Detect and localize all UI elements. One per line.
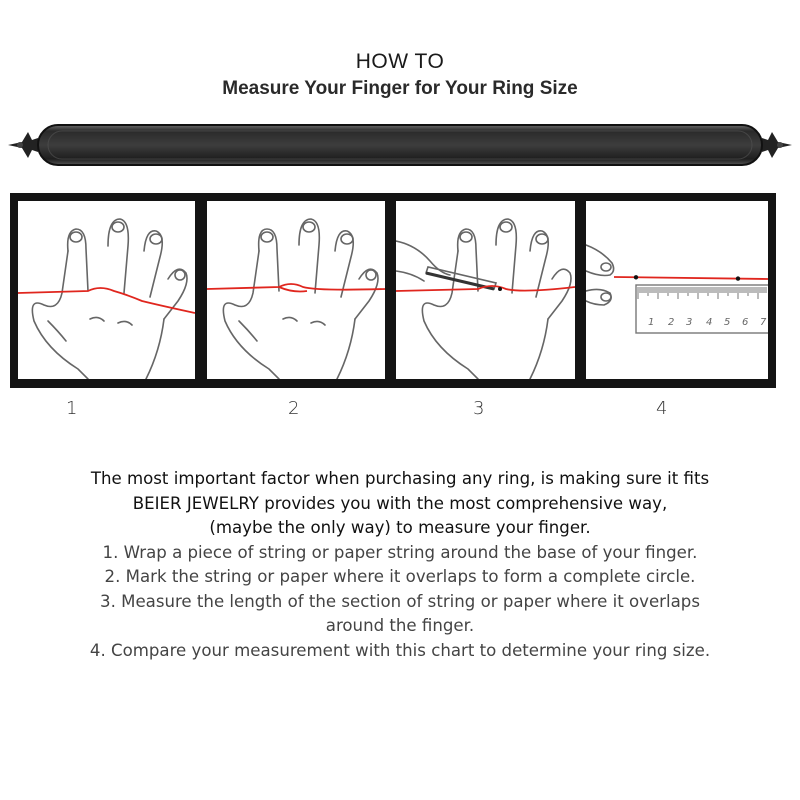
panel-step-1 <box>18 201 195 379</box>
step-number-4: 4 <box>656 398 668 419</box>
intro-line-1: The most important factor when purchasin… <box>90 469 710 488</box>
instructions-text: The most important factor when purchasin… <box>30 467 770 663</box>
panel-step-3 <box>396 201 575 379</box>
ruler-label-1: 1 <box>648 317 654 328</box>
instruction-step-3b: around the finger. <box>325 616 475 635</box>
step-number-1: 1 <box>66 398 78 419</box>
ruler-label-4: 4 <box>706 317 712 328</box>
step-number-3: 3 <box>473 398 485 419</box>
ruler-label-2: 2 <box>668 317 674 328</box>
instruction-step-1: 1. Wrap a piece of string or paper strin… <box>102 542 698 562</box>
page-title: HOW TO <box>355 50 445 73</box>
ruler-label-5: 5 <box>724 317 730 328</box>
hand-illustration-1 <box>18 218 195 379</box>
page-subtitle: Measure Your Finger for Your Ring Size <box>222 78 578 99</box>
ornamental-divider <box>8 124 792 166</box>
right-ornament <box>762 132 792 158</box>
ruler-illustration: 1 2 3 4 5 6 7 <box>586 244 768 334</box>
hand-illustration-2 <box>207 218 385 379</box>
panel-step-4: 1 2 3 4 5 6 7 <box>586 201 768 379</box>
instruction-panels: 1 2 3 4 5 6 7 <box>10 193 776 388</box>
ruler-label-3: 3 <box>686 317 692 328</box>
step-number-2: 2 <box>288 398 300 419</box>
ruler-label-6: 6 <box>742 317 748 328</box>
ruler-label-7: 7 <box>760 317 767 328</box>
intro-line-3: (maybe the only way) to measure your fin… <box>209 518 591 537</box>
instruction-step-3a: 3. Measure the length of the section of … <box>100 591 700 611</box>
instruction-step-2: 2. Mark the string or paper where it ove… <box>104 567 696 586</box>
intro-line-2: BEIER JEWELRY provides you with the most… <box>132 493 668 513</box>
left-ornament <box>8 132 38 158</box>
hand-illustration-3 <box>396 218 575 379</box>
instruction-step-4: 4. Compare your measurement with this ch… <box>89 640 711 660</box>
panel-step-2 <box>207 201 385 379</box>
